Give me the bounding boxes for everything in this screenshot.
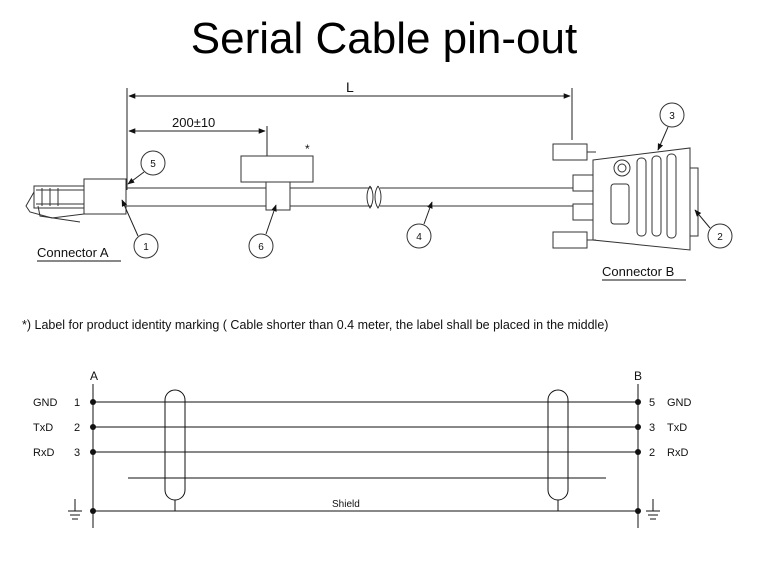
end-a-label: A xyxy=(90,369,98,383)
cable-body xyxy=(124,185,575,209)
callout-6 xyxy=(248,204,277,259)
page-title: Serial Cable pin-out xyxy=(190,14,578,63)
callout-4-number: 4 xyxy=(416,232,422,243)
row-1-b-signal: GND xyxy=(667,397,692,409)
end-b-label: B xyxy=(634,369,642,383)
callout-2 xyxy=(694,209,733,249)
wire-junction-dots xyxy=(90,399,641,514)
callout-5 xyxy=(127,150,166,185)
row-3-a-signal: RxD xyxy=(33,447,54,459)
connector-b-label: Connector B xyxy=(602,264,674,279)
dimension-length xyxy=(126,88,573,190)
connector-bus-lines xyxy=(92,384,639,528)
row-1-a-pin: 1 xyxy=(74,397,80,409)
row-3-b-pin: 2 xyxy=(649,447,655,459)
shield-label: Shield xyxy=(332,499,360,510)
row-2-b-pin: 3 xyxy=(649,422,655,434)
connector-a-plug xyxy=(25,178,127,223)
row-2-a-pin: 2 xyxy=(74,422,80,434)
callout-3-number: 3 xyxy=(669,111,675,122)
row-2-b-signal: TxD xyxy=(667,422,687,434)
callout-5-number: 5 xyxy=(150,159,156,170)
dimension-label-offset xyxy=(128,126,268,160)
signal-wires xyxy=(93,401,638,512)
row-3-b-signal: RxD xyxy=(667,447,688,459)
callout-4 xyxy=(406,201,433,249)
ground-symbols xyxy=(68,499,660,520)
dimension-length-label: L xyxy=(346,79,354,95)
row-1-a-signal: GND xyxy=(33,397,58,409)
row-3-a-pin: 3 xyxy=(74,447,80,459)
connector-b-db9 xyxy=(552,143,699,251)
dimension-offset-label: 200±10 xyxy=(172,115,215,130)
row-1-b-pin: 5 xyxy=(649,397,655,409)
row-2-a-signal: TxD xyxy=(33,422,53,434)
callout-6-number: 6 xyxy=(258,242,264,253)
callout-1-number: 1 xyxy=(143,242,149,253)
footnote-label-marking: *) Label for product identity marking ( … xyxy=(22,318,609,332)
connector-a-label: Connector A xyxy=(37,245,109,260)
shield-braid-symbols xyxy=(164,389,569,511)
callout-2-number: 2 xyxy=(717,232,723,243)
callout-1 xyxy=(121,199,159,259)
identity-label-tag xyxy=(240,155,314,211)
label-asterisk: * xyxy=(305,142,310,156)
callout-3 xyxy=(657,102,685,151)
